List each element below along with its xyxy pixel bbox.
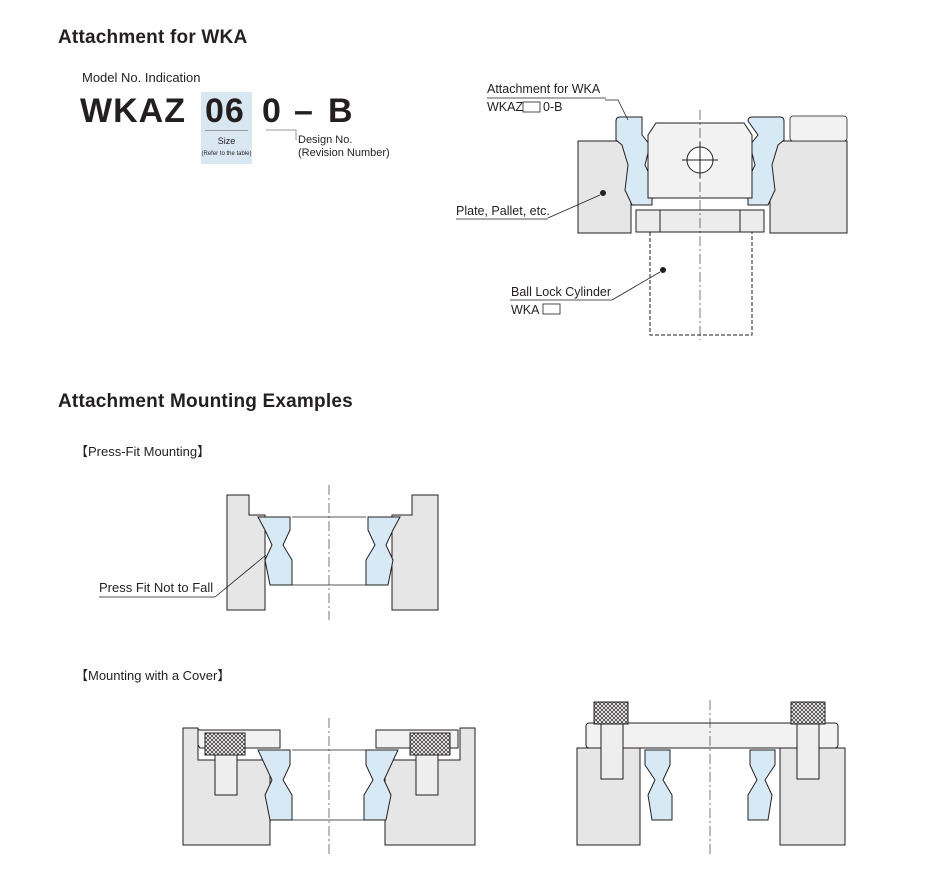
plate-right [769, 140, 848, 234]
design-note: (Revision Number) [298, 147, 390, 159]
plate-left [577, 140, 632, 234]
design-leader [266, 129, 297, 140]
press-plate-left [226, 494, 266, 611]
attachment-code-suffix: 0-B [543, 100, 563, 114]
plate-label: Plate, Pallet, etc. [456, 204, 550, 218]
cylinder-label: Ball Lock Cylinder [511, 285, 612, 299]
wka-assembly-diagram [456, 97, 848, 340]
cylinder-code: WKA [511, 303, 540, 317]
press-plate-right [391, 494, 439, 611]
size-highlight-box [201, 92, 252, 164]
attachment-label: Attachment for WKA [487, 82, 601, 96]
press-fit-label: Press Fit Not to Fall [99, 580, 214, 595]
cover-heading: 【Mounting with a Cover】 [75, 668, 231, 683]
attachment-left [615, 116, 653, 206]
attachment-code-prefix: WKAZ [487, 100, 524, 114]
attachment-right [747, 116, 785, 206]
cover-mount-b-diagram [576, 700, 846, 855]
code-dash: – [294, 92, 314, 130]
code-prefix: WKAZ [80, 92, 186, 130]
model-indication-label: Model No. Indication [82, 70, 201, 85]
size-label: Size [217, 136, 236, 146]
cover-mount-a-diagram [182, 718, 476, 855]
size-note: (Refer to the table) [201, 151, 252, 157]
design-label: Design No. [298, 134, 353, 146]
size-underline [205, 130, 248, 131]
cylinder-body [649, 232, 753, 336]
code-design: 0 [262, 92, 282, 130]
top-plate-right [789, 115, 848, 142]
code-size: 06 [205, 92, 245, 130]
press-fit-diagram [99, 485, 439, 620]
section-title-mounting: Attachment Mounting Examples [58, 391, 353, 412]
code-suffix: B [328, 92, 354, 130]
section-title-attachment: Attachment for WKA [58, 27, 248, 48]
press-fit-heading: 【Press-Fit Mounting】 [75, 444, 211, 459]
